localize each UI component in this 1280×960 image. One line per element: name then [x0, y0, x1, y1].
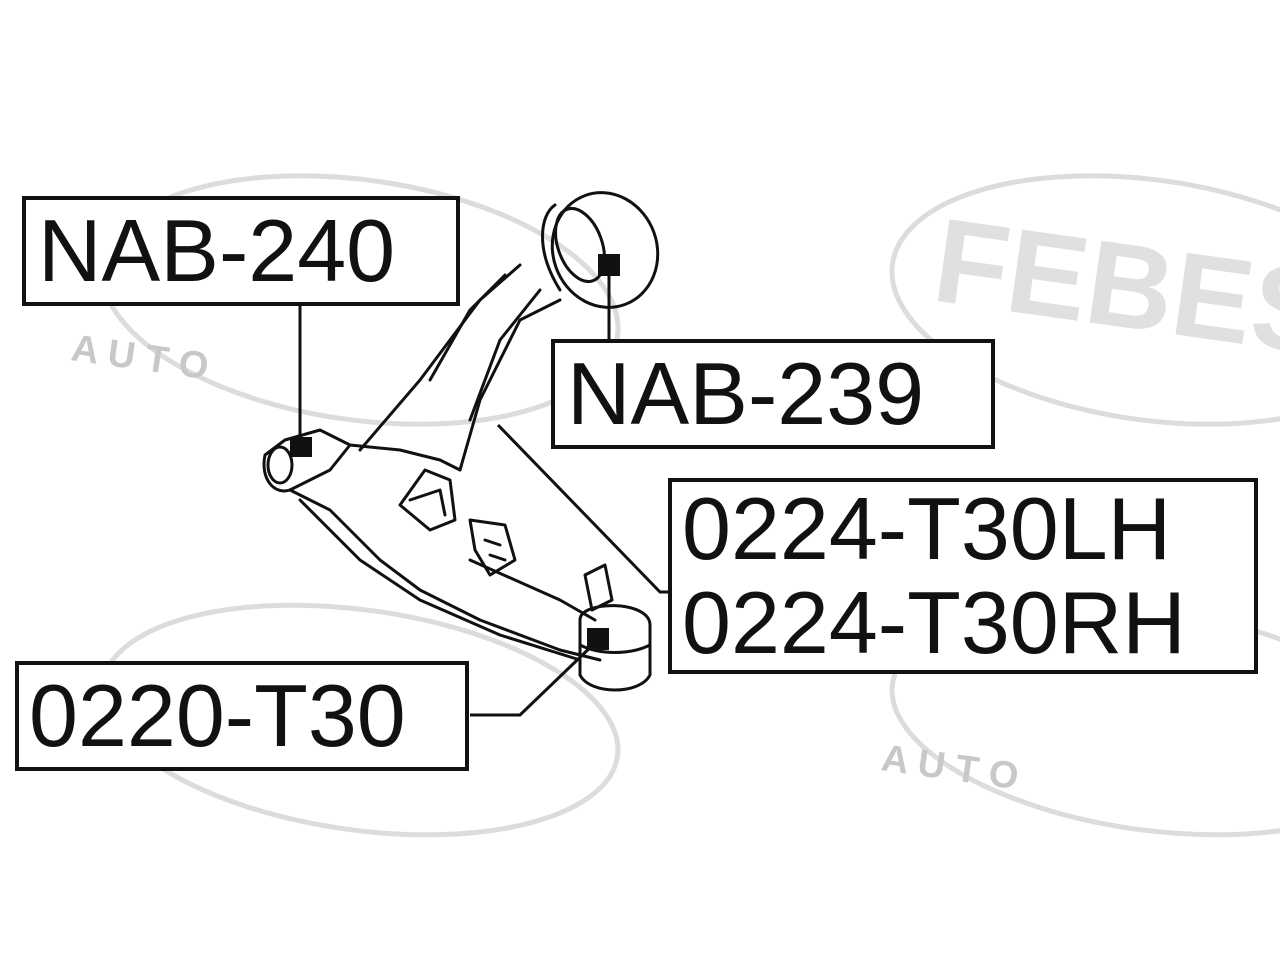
marker-squares [290, 254, 620, 650]
control-arm [262, 191, 660, 692]
ball-joint-icon [587, 628, 609, 650]
part-label-control-arm[interactable]: 0224-T30LH 0224-T30RH [668, 478, 1258, 674]
part-label-nab-240[interactable]: NAB-240 [22, 196, 460, 306]
watermark-sub: A U T O [69, 327, 211, 388]
bushing-icon [290, 437, 312, 457]
part-label-nab-239[interactable]: NAB-239 [551, 339, 995, 449]
part-number-lh: 0224-T30LH [682, 479, 1172, 578]
part-number: 0220-T30 [29, 666, 406, 765]
part-label-ball-joint[interactable]: 0220-T30 [15, 661, 469, 771]
watermark-sub-2: A U T O [879, 737, 1021, 798]
part-number: NAB-239 [567, 344, 925, 443]
leader-lines [298, 262, 668, 717]
part-number: NAB-240 [38, 201, 396, 300]
bushing-icon-rear [598, 254, 620, 276]
part-number-rh: 0224-T30RH [682, 573, 1186, 672]
